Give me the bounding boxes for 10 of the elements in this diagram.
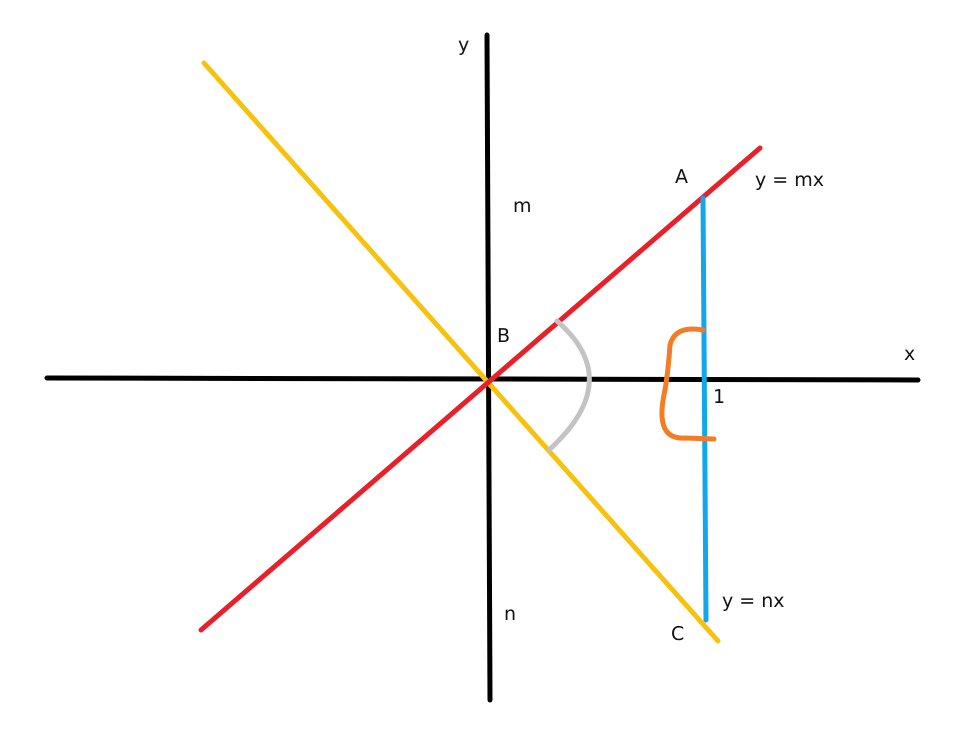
axis-label: B (497, 327, 510, 346)
axis-label: 1 (713, 388, 726, 407)
axis-label: A (675, 168, 688, 187)
axis-label: y = mx (755, 171, 824, 190)
axis-label: C (671, 625, 684, 644)
axis-label: n (504, 605, 516, 624)
axis-label: x (904, 345, 916, 364)
axis-label: y (458, 36, 470, 55)
axis-label: y = nx (722, 592, 785, 611)
axis-label: m (513, 197, 532, 216)
